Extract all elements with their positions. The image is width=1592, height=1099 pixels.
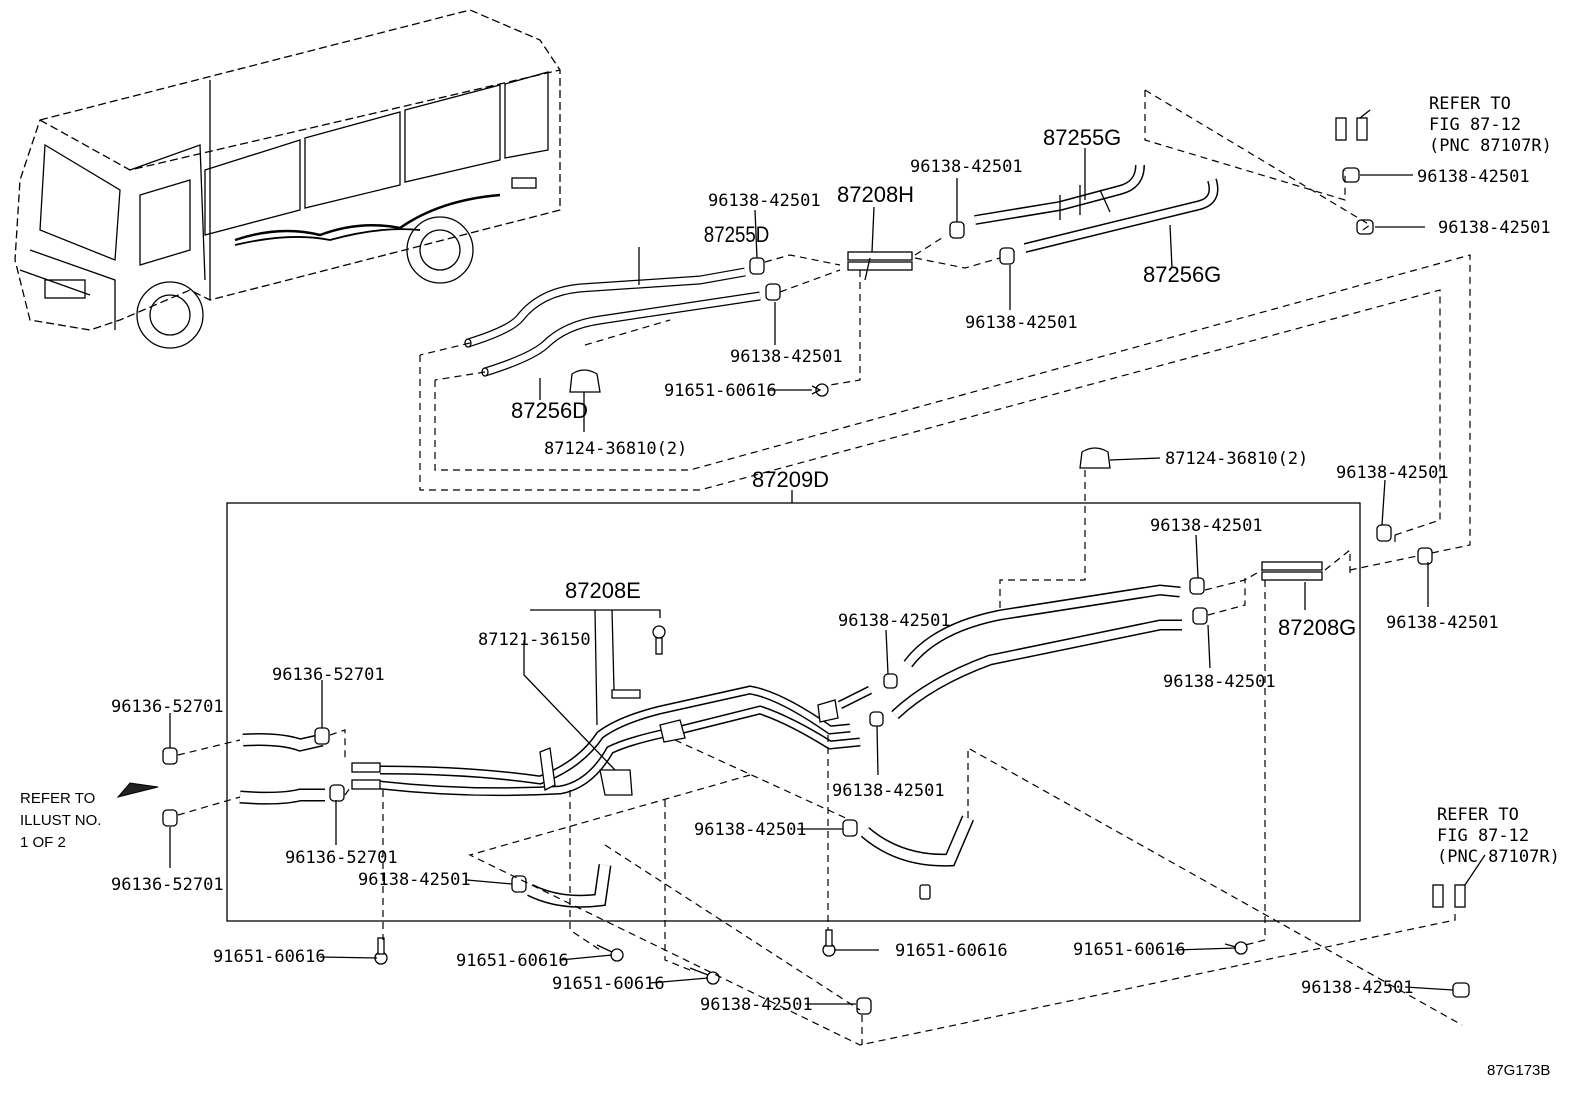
leader-dashed-lines-top [419, 89, 1471, 571]
pipe-assembly-main [379, 584, 1182, 797]
group-labels: 87255D 87256D 87208H 87255G 87256G 87209… [511, 125, 1356, 640]
label-87208E: 87208E [565, 578, 641, 603]
part-labels: 96138-42501 96138-42501 96138-42501 9613… [111, 157, 1551, 1015]
reference-line: 1 OF 2 [20, 834, 66, 851]
part-label: 96136-52701 [272, 665, 385, 685]
label-87256D: 87256D [511, 398, 588, 423]
label-87255D: 87255D [704, 224, 769, 248]
reference-line: REFER TO [1429, 94, 1511, 114]
part-label: 96138-42501 [730, 347, 843, 367]
part-label: 91651-60616 [895, 941, 1008, 961]
part-label: 91651-60616 [213, 947, 326, 967]
clamp-icon [749, 167, 1374, 301]
arrow-left-icon [116, 782, 159, 798]
part-label: 96138-42501 [910, 157, 1023, 177]
bolt-icon [811, 383, 829, 397]
reference-top-right: REFER TO FIG 87-12 (PNC 87107R) [1429, 94, 1552, 156]
part-label: 96138-42501 [708, 191, 821, 211]
bolt-icon [374, 625, 1248, 985]
reference-line: FIG 87-12 [1437, 826, 1529, 846]
part-label: 87124-36810(2) [1165, 449, 1308, 469]
label-87209D: 87209D [752, 467, 829, 492]
part-label: 96138-42501 [1301, 978, 1414, 998]
reference-line: ILLUST NO. [20, 812, 101, 829]
part-label: 96136-52701 [111, 875, 224, 895]
pipe-stub-icon [1335, 117, 1466, 908]
label-87208G: 87208G [1278, 615, 1356, 640]
label-87256G: 87256G [1143, 262, 1221, 287]
part-label: 96138-42501 [700, 995, 813, 1015]
part-label: 87121-36150 [478, 630, 591, 650]
pipe-87256G [1023, 178, 1219, 253]
pipe-87255D [464, 267, 746, 348]
part-label: 96138-42501 [1336, 463, 1449, 483]
reference-line: (PNC 87107R) [1437, 847, 1560, 867]
part-label: 96138-42501 [358, 870, 471, 890]
reference-line: REFER TO [1437, 805, 1519, 825]
part-label: 96136-52701 [111, 697, 224, 717]
part-label: 91651-60616 [552, 974, 665, 994]
part-label: 91651-60616 [664, 381, 777, 401]
diagram-id: 87G173B [1487, 1062, 1550, 1079]
clip-icon [569, 369, 1111, 469]
reference-bottom-right: REFER TO FIG 87-12 (PNC 87107R) [1437, 805, 1560, 867]
label-87208H: 87208H [837, 182, 914, 207]
part-label: 96138-42501 [1438, 218, 1551, 238]
pipe-87255G [974, 164, 1145, 225]
part-label: 87124-36810(2) [544, 439, 687, 459]
part-label: 96136-52701 [285, 848, 398, 868]
part-label: 96138-42501 [832, 781, 945, 801]
reference-line: FIG 87-12 [1429, 115, 1521, 135]
part-label: 96138-42501 [694, 820, 807, 840]
clamp-icon [162, 524, 1470, 1015]
part-label: 96138-42501 [1150, 516, 1263, 536]
part-label: 96138-42501 [1163, 672, 1276, 692]
part-label: 96138-42501 [1417, 167, 1530, 187]
part-label: 96138-42501 [838, 611, 951, 631]
reference-left: REFER TO ILLUST NO. 1 OF 2 [20, 790, 101, 851]
assembly-87209D-box [226, 502, 1361, 922]
part-label: 91651-60616 [456, 951, 569, 971]
leader-dashed-lines-main [177, 470, 1463, 1046]
part-label: 96138-42501 [1386, 613, 1499, 633]
leader-lines [169, 109, 1486, 1005]
bracket-icon [539, 689, 839, 796]
label-87255G: 87255G [1043, 125, 1121, 150]
bus-illustration [14, 9, 561, 349]
reference-line: REFER TO [20, 790, 95, 807]
connector-left [351, 762, 381, 790]
reference-line: (PNC 87107R) [1429, 136, 1552, 156]
connector-87208H [847, 251, 913, 281]
part-label: 91651-60616 [1073, 940, 1186, 960]
connector-87208G [1261, 561, 1323, 581]
hose-icon [239, 733, 974, 908]
part-label: 96138-42501 [965, 313, 1078, 333]
